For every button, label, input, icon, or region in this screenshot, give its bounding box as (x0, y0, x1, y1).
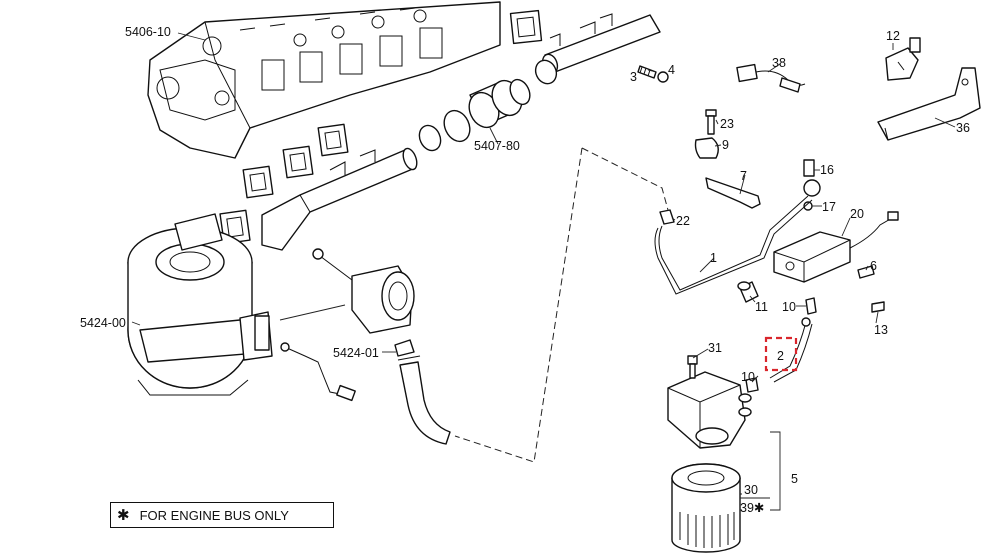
callout-30[interactable]: 30 (744, 483, 758, 497)
callout-11[interactable]: 11 (755, 300, 768, 314)
callout-4[interactable]: 4 (668, 63, 675, 77)
callout-6[interactable]: 6 (870, 259, 877, 273)
callout-39[interactable]: 39✱ (740, 501, 765, 515)
selected-part-highlight[interactable] (764, 336, 798, 372)
callout-10a[interactable]: 10 (782, 300, 796, 314)
footnote-text: FOR ENGINE BUS ONLY (139, 507, 289, 523)
turbocharger-part[interactable] (127, 213, 273, 396)
callout-5424-01[interactable]: 5424-01 (333, 346, 379, 360)
sensor-harness-38-part[interactable] (736, 63, 806, 93)
exhaust-manifold-pipes[interactable] (261, 13, 661, 251)
fitting-10b-part[interactable] (745, 377, 759, 393)
bolt-31-part[interactable] (687, 355, 698, 379)
fitting-10a-part[interactable] (805, 297, 817, 315)
footnote-symbol: ✱ (117, 507, 130, 524)
fuel-filter-30-part[interactable] (671, 463, 741, 553)
cylinder-head-part[interactable] (147, 1, 501, 159)
callout-22[interactable]: 22 (676, 214, 690, 228)
bolt-13-part[interactable] (871, 301, 885, 313)
hose-part[interactable] (397, 355, 451, 445)
fitting-22-part[interactable] (659, 209, 675, 225)
plug-11-part[interactable] (737, 281, 759, 303)
exhaust-gaskets[interactable] (219, 9, 543, 245)
clip-9-part[interactable] (694, 137, 719, 159)
callout-38[interactable]: 38 (772, 56, 786, 70)
callout-36[interactable]: 36 (956, 121, 970, 135)
fuel-pipe-1-part[interactable] (654, 195, 813, 295)
callout-5[interactable]: 5 (791, 472, 798, 486)
banjo-16-part[interactable] (803, 159, 821, 197)
bolt-23-part[interactable] (705, 109, 717, 135)
bracket-7-part[interactable] (705, 177, 761, 209)
footnote-box: ✱ FOR ENGINE BUS ONLY (110, 502, 334, 528)
callout-5406-10[interactable]: 5406-10 (125, 25, 171, 39)
callout-16[interactable]: 16 (820, 163, 834, 177)
callout-3[interactable]: 3 (630, 70, 637, 84)
callout-17[interactable]: 17 (822, 200, 836, 214)
callout-9[interactable]: 9 (722, 138, 729, 152)
callout-20[interactable]: 20 (850, 207, 864, 221)
bolt-3-part[interactable] (637, 65, 657, 79)
exhaust-sleeve-clamps[interactable] (415, 57, 560, 154)
callout-31[interactable]: 31 (708, 341, 722, 355)
callout-23[interactable]: 23 (720, 117, 734, 131)
callout-7[interactable]: 7 (740, 169, 747, 183)
routing-dashed-lines (454, 147, 669, 463)
bracket-36-part[interactable] (877, 67, 981, 141)
callout-5424-00[interactable]: 5424-00 (80, 316, 126, 330)
solenoid-valve-20-part[interactable] (773, 211, 899, 283)
nut-4-part[interactable] (657, 71, 669, 83)
sensor-12-part[interactable] (885, 37, 921, 81)
callout-5407-80[interactable]: 5407-80 (474, 139, 520, 153)
temperature-sensor-part[interactable] (280, 342, 356, 402)
callout-1[interactable]: 1 (710, 251, 717, 265)
leader-lines (131, 32, 956, 511)
fuel-pipe-2-part[interactable] (769, 317, 813, 383)
callout-2[interactable]: 2 (777, 349, 784, 363)
filter-head-5-part[interactable] (667, 371, 752, 449)
callout-13[interactable]: 13 (874, 323, 888, 337)
wastegate-actuator-part[interactable] (312, 248, 415, 357)
callout-12[interactable]: 12 (886, 29, 900, 43)
callout-10b[interactable]: 10 (741, 370, 755, 384)
